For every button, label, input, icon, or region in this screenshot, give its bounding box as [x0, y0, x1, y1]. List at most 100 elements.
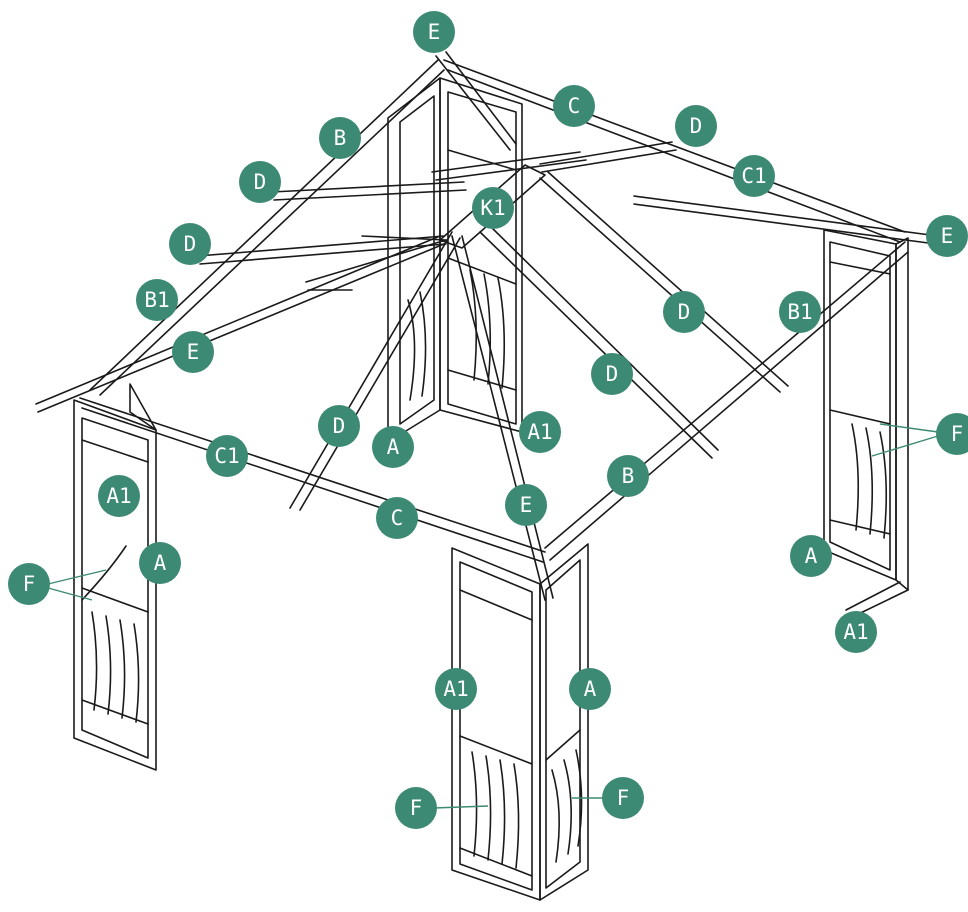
- label-b1-right: B1: [779, 291, 821, 333]
- rafter-right: [479, 223, 719, 459]
- label-a-right: A: [790, 535, 832, 577]
- badge-circle: [835, 611, 877, 653]
- badge-text: C: [391, 506, 404, 530]
- badge-circle: [172, 331, 214, 373]
- badge-text: E: [941, 224, 954, 248]
- label-k1-hub: K1: [472, 187, 514, 229]
- badge-text: E: [428, 20, 441, 44]
- badge-circle: [435, 668, 477, 710]
- badge-circle: [413, 11, 455, 53]
- badge-circle: [519, 411, 561, 453]
- roof-beam-back-right: [443, 59, 906, 243]
- label-a1-back: A1: [519, 411, 561, 453]
- label-c-back: C: [553, 85, 595, 127]
- badge-text: A1: [106, 484, 131, 508]
- badge-circle: [926, 215, 968, 257]
- gazebo-frame: [35, 51, 939, 901]
- label-e-front: E: [505, 484, 547, 526]
- badge-text: D: [690, 114, 703, 138]
- rafter-left-upper: [197, 235, 447, 265]
- label-e-left: E: [172, 331, 214, 373]
- badge-circle: [663, 291, 705, 333]
- badge-circle: [239, 161, 281, 203]
- label-d-upper-right: D: [675, 105, 717, 147]
- label-d-right-lower: D: [591, 353, 633, 395]
- badge-text: A1: [843, 620, 868, 644]
- leader-f-right: [879, 423, 939, 433]
- leader-f-right-2: [871, 435, 939, 457]
- label-a-front: A: [569, 668, 611, 710]
- label-d-upper-left: D: [239, 161, 281, 203]
- badge-text: B1: [144, 288, 169, 312]
- post-right: [823, 229, 909, 621]
- badge-text: E: [520, 493, 533, 517]
- badge-circle: [569, 668, 611, 710]
- badge-text: F: [23, 572, 36, 596]
- badge-text: C1: [214, 444, 239, 468]
- label-b-back-left: B: [319, 117, 361, 159]
- badge-circle: [607, 455, 649, 497]
- label-c1-front-left: C1: [206, 435, 248, 477]
- label-a1-left: A1: [98, 475, 140, 517]
- badge-text: C1: [741, 164, 766, 188]
- badge-text: B: [622, 464, 635, 488]
- label-a-back: A: [372, 426, 414, 468]
- label-c-front: C: [376, 497, 418, 539]
- badge-text: D: [254, 170, 267, 194]
- label-d-left: D: [169, 223, 211, 265]
- badge-circle: [675, 105, 717, 147]
- badge-circle: [206, 435, 248, 477]
- rafter-back-right: [539, 141, 677, 173]
- badge-circle: [936, 413, 968, 455]
- badge-circle: [136, 279, 178, 321]
- label-e-top: E: [413, 11, 455, 53]
- badge-circle: [169, 223, 211, 265]
- badge-circle: [733, 155, 775, 197]
- badge-circle: [779, 291, 821, 333]
- roof-beam-back-left: [89, 59, 445, 396]
- leader-f-left-2: [47, 587, 93, 601]
- label-c1-back-right: C1: [733, 155, 775, 197]
- badge-circle: [318, 405, 360, 447]
- leader-f-front-left: [433, 805, 489, 809]
- badge-text: F: [951, 422, 964, 446]
- badge-text: F: [410, 796, 423, 820]
- badge-circle: [8, 563, 50, 605]
- badge-circle: [505, 484, 547, 526]
- badge-text: C: [568, 94, 581, 118]
- badge-text: E: [187, 340, 200, 364]
- label-f-front-left: F: [395, 787, 437, 829]
- part-labels: E C D B C1 D K1 E: [8, 11, 968, 829]
- badge-text: A: [805, 544, 818, 568]
- label-f-left: F: [8, 563, 50, 605]
- badge-circle: [372, 426, 414, 468]
- badge-text: A1: [443, 677, 468, 701]
- rafter-front: [451, 235, 554, 601]
- badge-circle: [319, 117, 361, 159]
- label-e-right: E: [926, 215, 968, 257]
- label-a1-front: A1: [435, 668, 477, 710]
- rafter-back-left: [271, 181, 467, 201]
- leader-lines: [47, 423, 939, 809]
- badge-text: D: [184, 232, 197, 256]
- post-left: [73, 383, 157, 771]
- roof-beam-front-left: [79, 397, 546, 563]
- badge-text: D: [606, 362, 619, 386]
- badge-text: D: [333, 414, 346, 438]
- label-a-left: A: [139, 542, 181, 584]
- badge-text: B: [334, 126, 347, 150]
- badge-circle: [790, 535, 832, 577]
- badge-text: F: [617, 786, 630, 810]
- badge-text: D: [678, 300, 691, 324]
- badge-text: A: [584, 677, 597, 701]
- post-back: [387, 77, 523, 443]
- badge-circle: [395, 787, 437, 829]
- badge-circle: [376, 497, 418, 539]
- label-d-front: D: [318, 405, 360, 447]
- badge-text: K1: [480, 196, 505, 220]
- badge-text: B1: [787, 300, 812, 324]
- badge-circle: [553, 85, 595, 127]
- badge-circle: [139, 542, 181, 584]
